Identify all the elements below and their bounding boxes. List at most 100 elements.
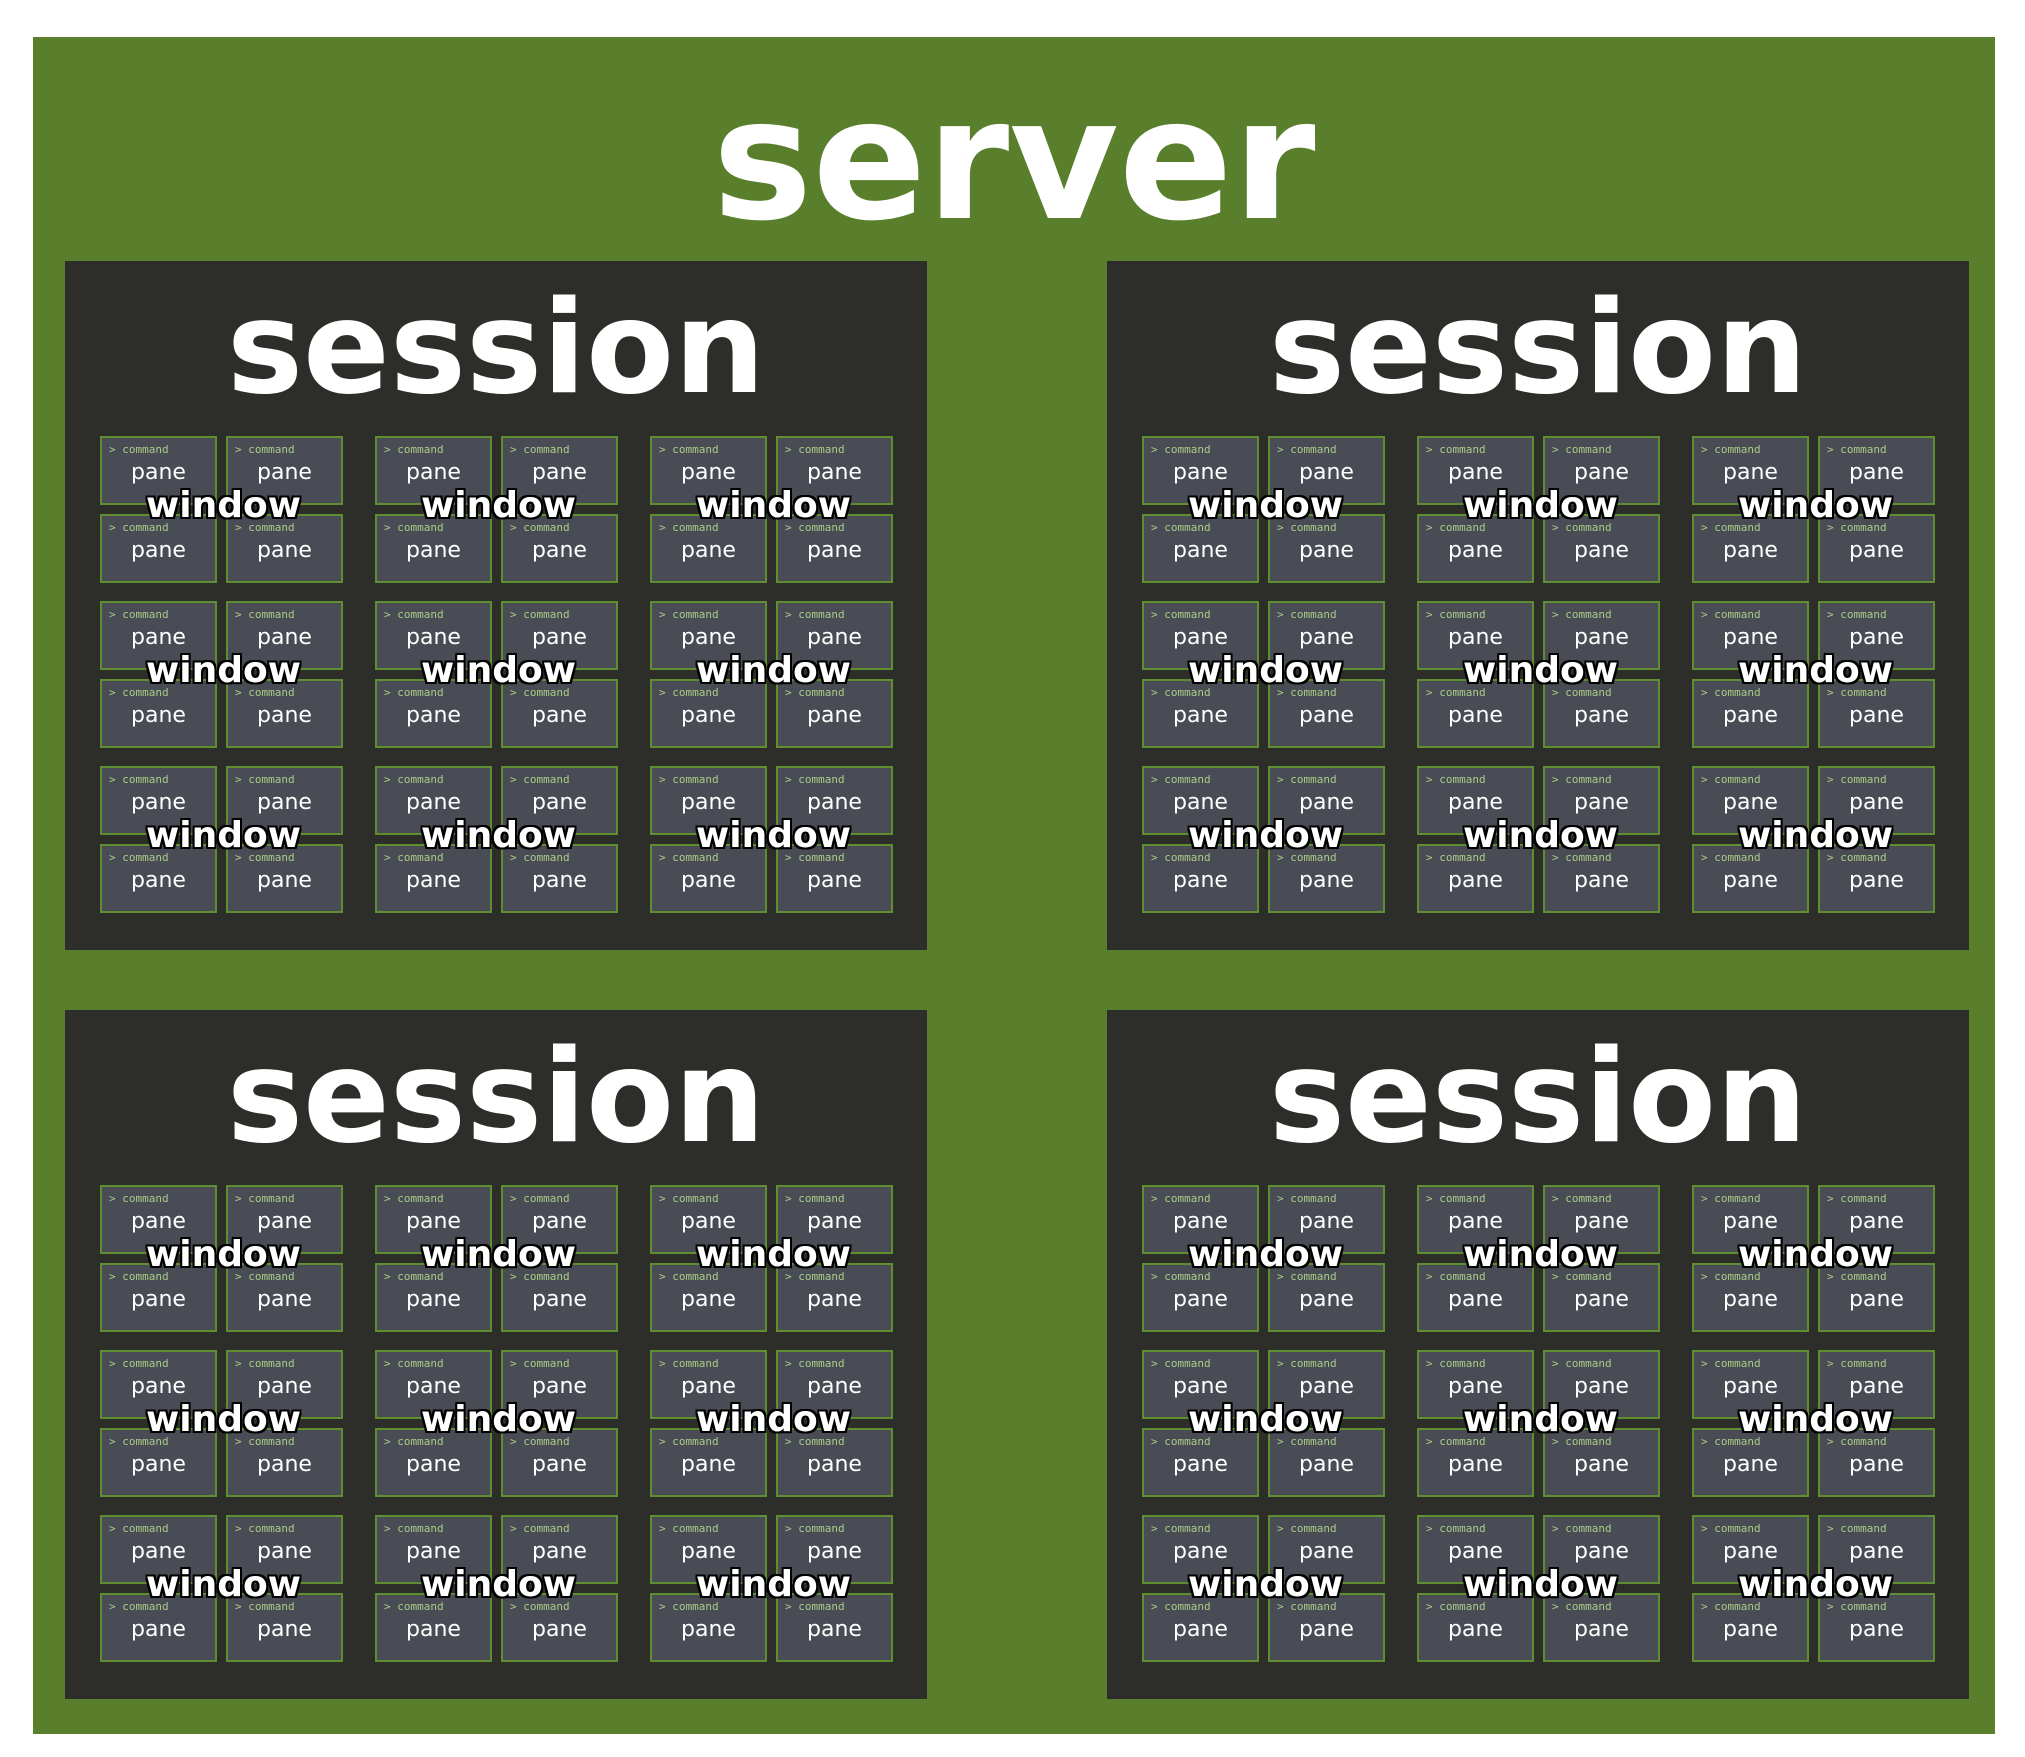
pane-label: pane xyxy=(807,703,862,728)
pane-command-text: > command xyxy=(1277,521,1337,534)
pane-label: pane xyxy=(131,1452,186,1477)
pane-label: pane xyxy=(532,790,587,815)
pane-command-text: > command xyxy=(1151,686,1211,699)
pane-command-text: > command xyxy=(109,521,169,534)
pane-label: pane xyxy=(257,703,312,728)
pane-label: pane xyxy=(1849,1617,1904,1642)
pane-command-text: > command xyxy=(1552,1357,1612,1370)
pane-label: pane xyxy=(1723,1452,1778,1477)
pane-command-text: > command xyxy=(1426,851,1486,864)
pane-label: pane xyxy=(1448,625,1503,650)
pane-command-text: > command xyxy=(384,1357,444,1370)
pane-command-text: > command xyxy=(659,1357,719,1370)
pane-label: pane xyxy=(1299,790,1354,815)
pane-command-text: > command xyxy=(1827,608,1887,621)
pane-label: pane xyxy=(681,868,736,893)
pane-label: pane xyxy=(1723,790,1778,815)
pane-label: pane xyxy=(1299,1209,1354,1234)
pane-command-text: > command xyxy=(1701,521,1761,534)
pane-box: > command pane xyxy=(226,679,343,748)
pane-command-text: > command xyxy=(1701,1435,1761,1448)
pane-label: pane xyxy=(1849,625,1904,650)
pane-label: pane xyxy=(1299,1452,1354,1477)
pane-label: pane xyxy=(1574,1209,1629,1234)
pane-command-text: > command xyxy=(1151,773,1211,786)
pane-command-text: > command xyxy=(109,1270,169,1283)
pane-label: pane xyxy=(257,1452,312,1477)
pane-command-text: > command xyxy=(785,851,845,864)
pane-command-text: > command xyxy=(1151,1357,1211,1370)
pane-command-text: > command xyxy=(1827,1270,1887,1283)
pane-command-text: > command xyxy=(1277,1435,1337,1448)
pane-command-text: > command xyxy=(1701,851,1761,864)
pane-label: pane xyxy=(807,1539,862,1564)
pane-command-text: > command xyxy=(510,851,570,864)
pane-label: pane xyxy=(1299,1617,1354,1642)
pane-command-text: > command xyxy=(1426,1600,1486,1613)
pane-command-text: > command xyxy=(785,1270,845,1283)
pane-command-text: > command xyxy=(384,773,444,786)
pane-command-text: > command xyxy=(785,443,845,456)
pane-label: pane xyxy=(131,1374,186,1399)
pane-command-text: > command xyxy=(109,443,169,456)
pane-label: pane xyxy=(1849,703,1904,728)
pane-label: pane xyxy=(1299,868,1354,893)
pane-command-text: > command xyxy=(1552,851,1612,864)
pane-label: pane xyxy=(681,1209,736,1234)
pane-command-text: > command xyxy=(1277,851,1337,864)
pane-command-text: > command xyxy=(1151,851,1211,864)
pane-command-text: > command xyxy=(1277,1357,1337,1370)
pane-label: pane xyxy=(1574,1287,1629,1312)
pane-command-text: > command xyxy=(1277,1522,1337,1535)
pane-command-text: > command xyxy=(235,851,295,864)
pane-label: pane xyxy=(1574,703,1629,728)
pane-command-text: > command xyxy=(659,1600,719,1613)
pane-label: pane xyxy=(406,625,461,650)
pane-command-text: > command xyxy=(1827,1192,1887,1205)
pane-label: pane xyxy=(131,868,186,893)
pane-label: pane xyxy=(1574,1374,1629,1399)
pane-command-text: > command xyxy=(384,1522,444,1535)
pane-label: pane xyxy=(1723,1617,1778,1642)
pane-command-text: > command xyxy=(1827,773,1887,786)
pane-label: pane xyxy=(807,868,862,893)
pane-label: pane xyxy=(1448,460,1503,485)
pane-command-text: > command xyxy=(235,686,295,699)
pane-label: pane xyxy=(1448,1209,1503,1234)
pane-command-text: > command xyxy=(510,1357,570,1370)
pane-label: pane xyxy=(1849,538,1904,563)
pane-command-text: > command xyxy=(1426,686,1486,699)
